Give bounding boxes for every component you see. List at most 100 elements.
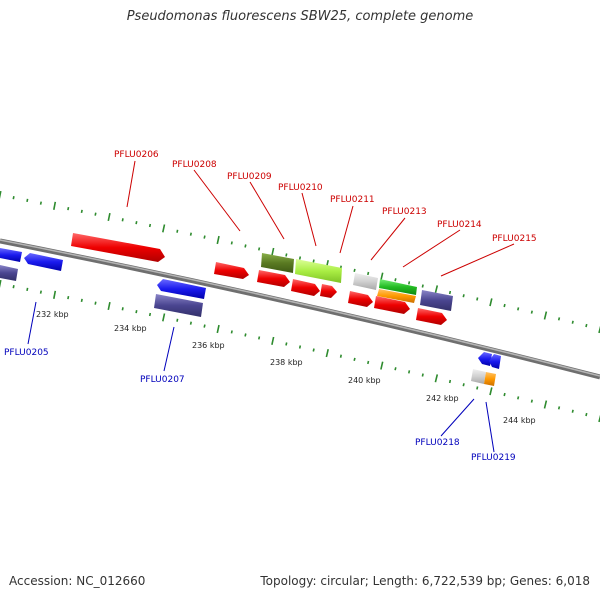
forward-strand-genes — [71, 233, 453, 325]
minor-tick — [421, 373, 424, 377]
gene-pflu0208[interactable] — [261, 253, 294, 273]
scale-label: 244 kbp — [503, 416, 536, 425]
major-tick — [162, 224, 166, 233]
gene-pflu0205[interactable] — [24, 253, 63, 271]
gene-block-red[interactable] — [348, 291, 373, 307]
gene-label-pflu0218[interactable]: PFLU0218 — [415, 438, 460, 448]
minor-tick — [12, 285, 15, 289]
major-tick — [53, 201, 57, 210]
scale-label: 232 kbp — [36, 310, 69, 319]
gene-pflu0215[interactable] — [420, 290, 453, 311]
minor-tick — [408, 370, 411, 374]
gene-label-pflu0213[interactable]: PFLU0213 — [382, 207, 427, 217]
minor-tick — [148, 223, 152, 228]
minor-tick — [571, 320, 574, 324]
outer-tick-ring — [0, 190, 600, 334]
minor-tick — [367, 271, 370, 276]
gene-block-red[interactable] — [374, 296, 410, 314]
minor-tick — [312, 348, 315, 352]
gene-block-red[interactable] — [416, 308, 447, 325]
gene-label-pflu0215[interactable]: PFLU0215 — [492, 234, 537, 244]
minor-tick — [353, 357, 356, 361]
major-tick — [489, 298, 493, 307]
gene-label-pflu0219[interactable]: PFLU0219 — [471, 453, 516, 463]
minor-tick — [12, 196, 15, 200]
minor-tick — [189, 232, 192, 236]
accession-label: Accession: NC_012660 — [9, 574, 146, 588]
gene-label-pflu0207[interactable]: PFLU0207 — [140, 375, 185, 385]
reverse-strand-genes — [0, 248, 501, 386]
gene-block-navy[interactable] — [154, 294, 203, 317]
minor-tick — [462, 383, 465, 387]
minor-tick — [244, 244, 247, 248]
gene-block-blue[interactable] — [0, 248, 22, 262]
gene-label-pflu0210[interactable]: PFLU0210 — [278, 183, 323, 193]
minor-tick — [67, 206, 70, 211]
gene-block-red[interactable] — [320, 284, 337, 298]
gene-pflu0209[interactable] — [295, 259, 342, 283]
scale-label: 234 kbp — [114, 324, 147, 333]
minor-tick — [285, 342, 288, 346]
major-tick — [0, 279, 2, 288]
gene-pflu0211[interactable] — [353, 273, 378, 290]
gene-block-grey[interactable] — [471, 369, 486, 384]
major-tick — [162, 313, 166, 322]
major-tick — [271, 336, 275, 345]
minor-tick — [448, 290, 452, 295]
scale-label: 242 kbp — [426, 394, 459, 403]
minor-tick — [557, 406, 561, 410]
minor-tick — [135, 310, 138, 314]
minor-tick — [421, 284, 424, 288]
minor-tick — [476, 297, 479, 301]
forward-gene-labels: PFLU0206 PFLU0208 PFLU0209 PFLU0210 PFLU… — [114, 150, 537, 244]
minor-tick — [94, 301, 97, 305]
scale-label: 238 kbp — [270, 358, 303, 367]
gene-pflu0219[interactable] — [489, 354, 501, 369]
major-tick — [380, 361, 384, 370]
genome-summary: Topology: circular; Length: 6,722,539 bp… — [260, 574, 590, 588]
minor-tick — [298, 256, 302, 260]
gene-pflu0218[interactable] — [478, 352, 492, 366]
gene-block-orange[interactable] — [377, 289, 416, 303]
major-tick — [598, 325, 600, 334]
gene-block-red[interactable] — [214, 262, 249, 279]
minor-tick — [448, 379, 452, 384]
major-tick — [543, 400, 548, 409]
minor-tick — [530, 310, 533, 314]
gene-label-pflu0208[interactable]: PFLU0208 — [172, 160, 217, 170]
minor-tick — [285, 253, 288, 257]
gene-block-orange[interactable] — [484, 372, 496, 386]
minor-tick — [148, 312, 152, 317]
minor-tick — [367, 360, 370, 365]
minor-tick — [121, 218, 124, 222]
minor-tick — [476, 386, 479, 390]
scale-labels: 232 kbp 234 kbp 236 kbp 238 kbp 240 kbp … — [36, 310, 536, 425]
minor-tick — [394, 367, 397, 371]
gene-label-pflu0205[interactable]: PFLU0205 — [4, 348, 49, 358]
gene-label-pflu0206[interactable]: PFLU0206 — [114, 150, 159, 160]
minor-tick — [503, 303, 506, 308]
minor-tick — [462, 294, 465, 298]
minor-tick — [585, 412, 588, 417]
minor-tick — [135, 221, 138, 225]
gene-label-pflu0211[interactable]: PFLU0211 — [330, 195, 375, 205]
gene-pflu0207[interactable] — [157, 279, 206, 299]
gene-block-red[interactable] — [257, 270, 290, 287]
minor-tick — [244, 333, 247, 337]
gene-pflu0206[interactable] — [71, 233, 165, 262]
minor-tick — [258, 336, 261, 340]
gene-label-pflu0209[interactable]: PFLU0209 — [227, 172, 272, 182]
minor-tick — [26, 198, 29, 203]
major-tick — [325, 349, 329, 358]
major-tick — [271, 247, 275, 256]
minor-tick — [557, 317, 561, 321]
major-tick — [216, 235, 220, 245]
gene-label-pflu0214[interactable]: PFLU0214 — [437, 220, 482, 230]
minor-tick — [353, 268, 356, 272]
gene-pflu0213[interactable] — [379, 279, 417, 295]
major-tick — [543, 311, 548, 320]
gene-block-red[interactable] — [291, 279, 320, 296]
minor-tick — [80, 209, 83, 214]
gene-block-navy[interactable] — [0, 265, 18, 281]
